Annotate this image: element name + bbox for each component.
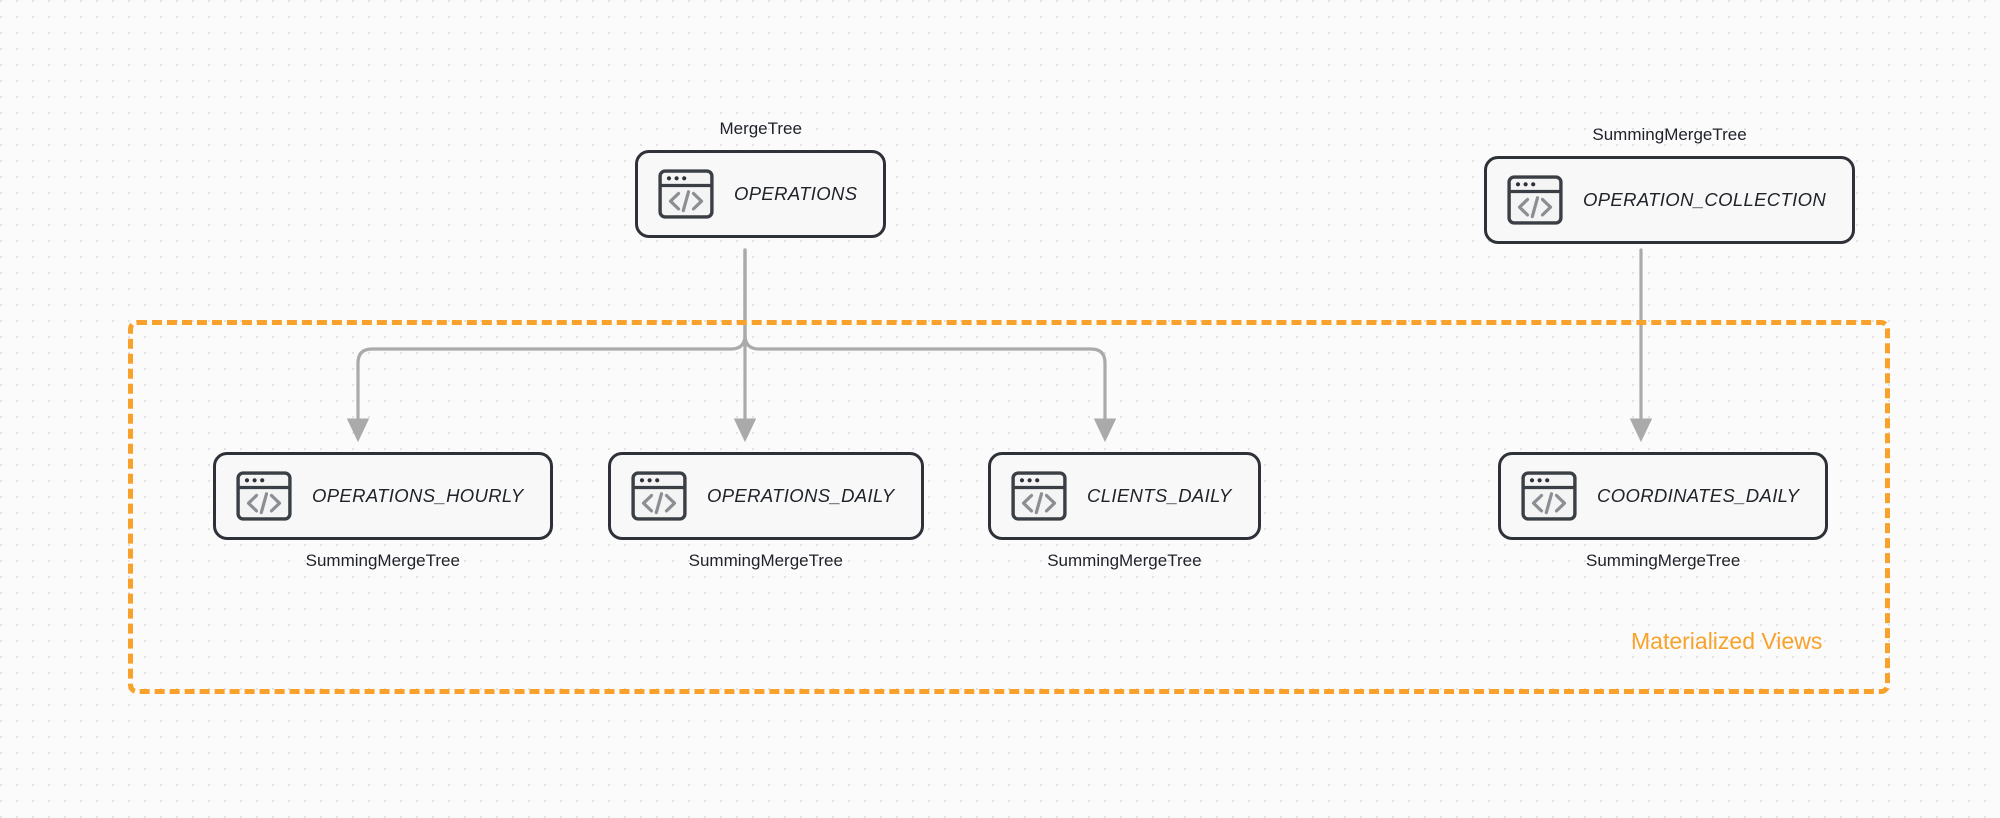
node-operations-daily-engine: SummingMergeTree <box>688 551 843 570</box>
code-window-icon <box>1011 471 1067 521</box>
node-operations-daily-name: OPERATIONS_DAILY <box>707 485 895 506</box>
node-operations-daily[interactable]: OPERATIONS_DAILY SummingMergeTree <box>608 452 924 573</box>
node-operation-collection-engine: SummingMergeTree <box>1592 125 1747 144</box>
materialized-views-label: Materialized Views <box>1631 628 1823 654</box>
node-clients-daily[interactable]: CLIENTS_DAILY SummingMergeTree <box>988 452 1261 573</box>
node-operations-engine: MergeTree <box>719 119 802 138</box>
node-operation-collection-name: OPERATION_COLLECTION <box>1583 188 1827 210</box>
node-operations-name: OPERATIONS <box>734 182 858 204</box>
code-window-icon <box>631 471 687 521</box>
node-coordinates-daily[interactable]: COORDINATES_DAILY SummingMergeTree <box>1498 452 1829 573</box>
node-clients-daily-engine: SummingMergeTree <box>1047 551 1202 570</box>
code-window-icon <box>236 471 292 521</box>
node-operation-collection[interactable]: SummingMergeTree OPERATION_COLLECTION <box>1484 124 1856 244</box>
code-window-icon <box>658 169 714 219</box>
node-coordinates-daily-engine: SummingMergeTree <box>1586 551 1741 570</box>
node-operation-collection-box[interactable]: OPERATION_COLLECTION <box>1484 155 1856 244</box>
code-window-icon <box>1507 175 1563 225</box>
node-operations[interactable]: MergeTree OPERATIONS <box>635 118 887 238</box>
node-operations-hourly-engine: SummingMergeTree <box>305 551 460 570</box>
node-coordinates-daily-box[interactable]: COORDINATES_DAILY <box>1498 452 1829 540</box>
node-operations-daily-box[interactable]: OPERATIONS_DAILY <box>608 452 924 540</box>
node-clients-daily-box[interactable]: CLIENTS_DAILY <box>988 452 1261 540</box>
node-operations-hourly-box[interactable]: OPERATIONS_HOURLY <box>213 452 553 540</box>
node-operations-hourly[interactable]: OPERATIONS_HOURLY SummingMergeTree <box>213 452 553 573</box>
code-window-icon <box>1521 471 1577 521</box>
node-clients-daily-name: CLIENTS_DAILY <box>1087 485 1232 506</box>
node-operations-box[interactable]: OPERATIONS <box>635 149 887 238</box>
node-coordinates-daily-name: COORDINATES_DAILY <box>1597 485 1800 506</box>
node-operations-hourly-name: OPERATIONS_HOURLY <box>312 485 524 506</box>
